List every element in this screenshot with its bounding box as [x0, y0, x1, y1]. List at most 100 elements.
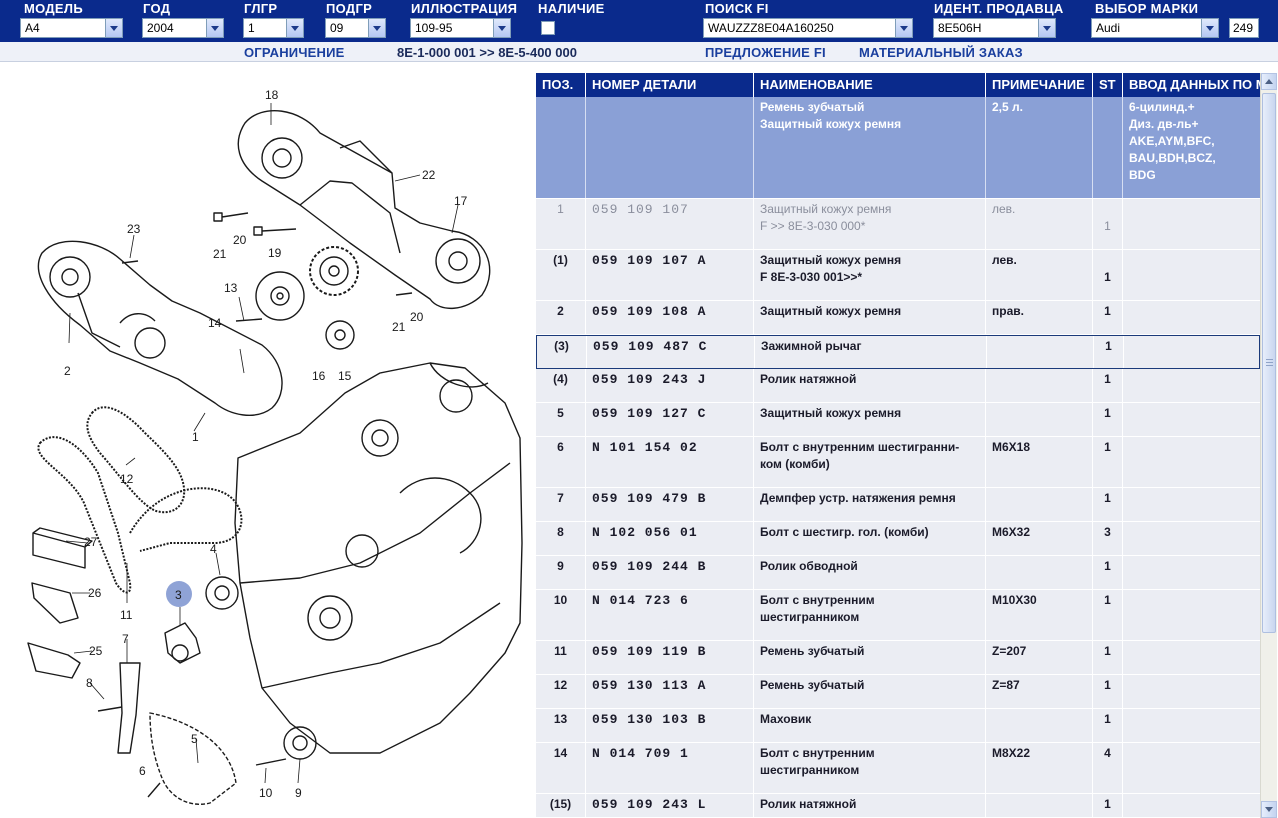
chevron-down-icon[interactable]	[368, 19, 385, 37]
note-cell: лев.	[986, 199, 1093, 249]
engine-block	[234, 362, 523, 754]
chevron-down-icon[interactable]	[1201, 19, 1218, 37]
name-line: Болт с внутренним	[760, 593, 875, 607]
chevron-down-icon[interactable]	[493, 19, 510, 37]
material-order-link[interactable]: МАТЕРИАЛЬНЫЙ ЗАКАЗ	[859, 45, 1023, 60]
col-header-name[interactable]: НАИМЕНОВАНИЕ	[754, 73, 986, 97]
qty-cell: 3	[1093, 522, 1123, 555]
model-select[interactable]: A4	[20, 18, 123, 38]
dealer-id-select[interactable]: 8E506H	[933, 18, 1056, 38]
chevron-down-icon[interactable]	[895, 19, 912, 37]
callout-15: 15	[338, 369, 352, 383]
table-scrollbar[interactable]	[1260, 73, 1277, 818]
toothed-belt-11	[37, 436, 243, 594]
chevron-down-icon[interactable]	[105, 19, 122, 37]
input-cell	[1123, 743, 1260, 793]
pos-cell: 5	[536, 403, 586, 436]
name-line: шестигранником	[760, 763, 860, 777]
chevron-down-icon[interactable]	[206, 19, 223, 37]
qty-cell: 1	[1093, 488, 1123, 521]
camshaft-gear	[309, 246, 359, 296]
name-cell: Ролик натяжной	[754, 794, 986, 817]
input-cell	[1123, 403, 1260, 436]
input-cell	[1123, 709, 1260, 742]
subgroup-select[interactable]: 09	[325, 18, 386, 38]
input-cell	[1123, 794, 1260, 817]
qty-cell: 1	[1093, 675, 1123, 708]
illustration-select[interactable]: 109-95	[410, 18, 511, 38]
col-header-input[interactable]: ВВОД ДАННЫХ ПО М	[1123, 73, 1260, 97]
dealer-id-label: ИДЕНТ. ПРОДАВЦА	[934, 1, 1064, 16]
name-line: Защитный кожух ремня	[760, 304, 902, 318]
damper-7	[117, 662, 141, 754]
part-cell: 059 109 108 A	[586, 301, 754, 334]
availability-checkbox[interactable]	[541, 21, 555, 35]
callout-17: 17	[454, 194, 468, 208]
qty-cell: 1	[1093, 369, 1123, 402]
fi-search-input[interactable]: WAUZZZ8E04A160250	[703, 18, 913, 38]
info-name-line: Защитный кожух ремня	[760, 117, 902, 131]
chevron-down-icon[interactable]	[286, 19, 303, 37]
year-select[interactable]: 2004	[142, 18, 224, 38]
chevron-down-icon[interactable]	[1038, 19, 1055, 37]
callout-20b: 20	[410, 310, 424, 324]
input-cell	[1123, 301, 1260, 334]
pulley-cover-right	[435, 238, 481, 284]
main-group-select[interactable]: 1	[243, 18, 304, 38]
info-pos-cell	[536, 97, 586, 198]
scroll-up-button[interactable]	[1261, 73, 1277, 90]
brand-select[interactable]: Audi	[1091, 18, 1219, 38]
callout-5: 5	[191, 732, 198, 746]
note-cell: M10X30	[986, 590, 1093, 640]
name-cell: Ролик обводной	[754, 556, 986, 589]
callout-8: 8	[86, 676, 93, 690]
name-line: Ремень зубчатый	[760, 644, 865, 658]
pos-cell: 6	[536, 437, 586, 487]
brand-value: Audi	[1096, 21, 1121, 35]
callout-13: 13	[224, 281, 238, 295]
page-number-box[interactable]: 249	[1229, 18, 1259, 38]
qty-cell: 1	[1093, 437, 1123, 487]
name-line: Демпфер устр. натяжения ремня	[760, 491, 956, 505]
input-cell	[1123, 522, 1260, 555]
callout-12: 12	[120, 472, 134, 486]
scroll-thumb[interactable]	[1262, 93, 1276, 633]
pane-divider[interactable]	[530, 63, 536, 818]
info-input-line: Диз. дв-ль+	[1129, 117, 1199, 131]
name-cell: Ремень зубчатый	[754, 641, 986, 674]
fi-offer-link[interactable]: ПРЕДЛОЖЕНИЕ FI	[705, 45, 826, 60]
col-header-note[interactable]: ПРИМЕЧАНИЕ	[986, 73, 1093, 97]
callout-9: 9	[295, 786, 302, 800]
bracket-26	[31, 582, 79, 624]
part-cell: 059 109 127 C	[586, 403, 754, 436]
note-cell	[986, 488, 1093, 521]
note-cell	[986, 794, 1093, 817]
col-header-pos[interactable]: ПОЗ.	[536, 73, 586, 97]
note-cell	[986, 709, 1093, 742]
scroll-down-button[interactable]	[1261, 801, 1277, 818]
col-header-st[interactable]: ST	[1093, 73, 1123, 97]
pos-cell: 12	[536, 675, 586, 708]
pos-cell: 7	[536, 488, 586, 521]
col-header-part-no[interactable]: НОМЕР ДЕТАЛИ	[586, 73, 754, 97]
belt-cover-left	[37, 240, 283, 416]
info-input-line: 6-цилинд.+	[1129, 100, 1195, 114]
part-cell: N 014 709 1	[586, 743, 754, 793]
